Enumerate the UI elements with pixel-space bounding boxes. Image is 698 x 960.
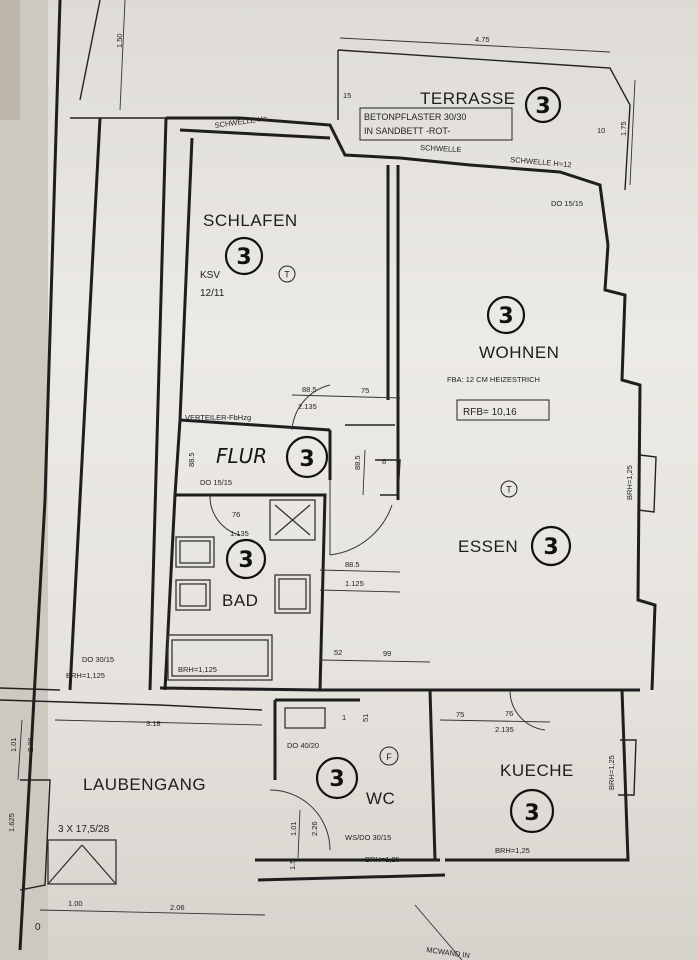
brh-right: BRH=1,25 — [625, 465, 634, 500]
dim-2135-k: 2.135 — [495, 725, 514, 734]
dim-226-wc: 2.26 — [310, 821, 319, 836]
badge-schlafen: 3 — [224, 236, 264, 276]
zero-mark: 0 — [35, 922, 41, 933]
schwelle-right-note: SCHWELLE H=12 — [510, 155, 572, 169]
brh-1125-left: BRH=1,125 — [66, 671, 105, 680]
dim-135: 1.135 — [230, 529, 249, 538]
schlafen-ksv: KSV — [200, 270, 220, 281]
dim-150: 1.50 — [115, 33, 124, 48]
dim-99: 99 — [383, 649, 391, 658]
dim-885-b: 88.5 — [187, 452, 196, 467]
room-name-terrasse: TERRASSE — [420, 89, 516, 108]
dim-10: 10 — [597, 126, 605, 135]
dim-206: 2.06 — [170, 903, 185, 912]
dim-885-c: 88.5 — [353, 455, 362, 470]
svg-text:3: 3 — [299, 447, 314, 472]
flur-verteiler: VERTEILER-FbHzg — [185, 413, 251, 422]
do-1515-flur: DO 15/15 — [200, 478, 232, 487]
dim-75-a: 75 — [361, 386, 369, 395]
dim-101-wc: 1.01 — [289, 821, 298, 836]
dim-885-a: 88.5 — [302, 385, 317, 394]
mcwand-note: MCWAND IN — [426, 945, 471, 960]
dimension-labels: 4.75 1.50 1.75 15 10 88.5 2.135 75 88.5 … — [7, 33, 628, 912]
room-name-schlafen: SCHLAFEN — [203, 211, 298, 230]
schwelle-terrasse-note: SCHWELLE — [420, 143, 462, 154]
laubengang-stairs: 3 X 17,5/28 — [58, 824, 110, 835]
terrasse-material-1: BETONPFLASTER 30/30 — [364, 112, 466, 122]
dimension-lines — [17, 0, 636, 960]
dim-2135-a: 2.135 — [298, 402, 317, 411]
dim-175: 1.75 — [619, 121, 628, 136]
bathroom-fixtures — [47, 499, 326, 885]
ws-do-note: WS/DO 30/15 — [345, 833, 391, 842]
brh-wc: BRH=1,25 — [365, 855, 400, 864]
dim-6: 6 — [382, 457, 386, 466]
dim-1-wc: 1 — [342, 713, 346, 722]
dim-475: 4.75 — [475, 35, 490, 44]
page-fold-shadow — [0, 0, 48, 960]
room-name-flur: FLUR — [216, 444, 267, 468]
dim-226: 2.26 — [26, 737, 35, 752]
svg-text:3: 3 — [238, 548, 253, 573]
dim-75-k: 75 — [456, 710, 464, 719]
svg-text:3: 3 — [535, 94, 550, 119]
dim-1625: 1.625 — [7, 813, 16, 832]
room-badges: 3 3 3 3 3 3 3 3 — [224, 86, 572, 834]
markers: T T F — [278, 265, 518, 766]
room-name-wc: WC — [366, 789, 395, 808]
badge-wohnen: 3 — [486, 295, 526, 335]
svg-text:3: 3 — [498, 304, 513, 329]
do-1515-top: DO 15/15 — [551, 199, 583, 208]
badge-bad: 3 — [225, 538, 267, 580]
thermostat-marker-schlafen: T — [284, 270, 290, 280]
bad-brh: BRH=1,125 — [178, 665, 217, 674]
marker-wc: F — [386, 752, 392, 762]
page-corner — [0, 0, 20, 120]
do-3015: DO 30/15 — [82, 655, 114, 664]
dim-101: 1.01 — [9, 737, 18, 752]
dim-318: 3.18 — [146, 719, 161, 728]
svg-text:3: 3 — [329, 767, 344, 792]
room-name-bad: BAD — [222, 591, 258, 610]
wohnen-rfb: RFB= 10,16 — [463, 407, 517, 418]
dim-1125: 1.125 — [345, 579, 364, 588]
badge-terrasse: 3 — [524, 86, 562, 124]
room-labels: TERRASSE BETONPFLASTER 30/30 IN SANDBETT… — [58, 89, 574, 835]
dim-15-top: 15 — [343, 91, 351, 100]
svg-text:3: 3 — [236, 245, 251, 270]
badge-kueche: 3 — [509, 788, 555, 834]
brh-kueche-bottom: BRH=1,25 — [495, 846, 530, 855]
walls — [0, 0, 657, 951]
dim-100: 1.00 — [68, 899, 83, 908]
room-name-wohnen: WOHNEN — [479, 343, 559, 362]
badge-flur: 3 — [285, 435, 329, 479]
dim-885-d: 88.5 — [345, 560, 360, 569]
dim-76-k: 76 — [505, 709, 513, 718]
do-4020: DO 40/20 — [287, 741, 319, 750]
schwelle-top-note: SCHWELLE H= — [214, 114, 268, 130]
doors — [209, 384, 546, 851]
dim-52: 52 — [334, 648, 342, 657]
room-name-laubengang: LAUBENGANG — [83, 775, 206, 794]
terrasse-material-2: IN SANDBETT -ROT- — [364, 126, 450, 136]
schlafen-ksv-value: 12/11 — [200, 288, 225, 299]
svg-text:3: 3 — [524, 801, 539, 826]
svg-text:3: 3 — [543, 535, 558, 560]
dim-76: 76 — [232, 510, 240, 519]
badge-essen: 3 — [530, 525, 572, 567]
brh-kueche-right: BRH=1,25 — [607, 755, 616, 790]
badge-wc: 3 — [315, 756, 359, 800]
thermostat-marker-wohnen: T — [506, 485, 512, 495]
room-name-kueche: KUECHE — [500, 761, 574, 780]
room-name-essen: ESSEN — [458, 537, 518, 556]
dim-51: 51 — [361, 714, 370, 722]
wohnen-fba: FBA: 12 CM HEIZESTRICH — [447, 375, 540, 384]
dim-15: 1.5 — [288, 860, 297, 870]
